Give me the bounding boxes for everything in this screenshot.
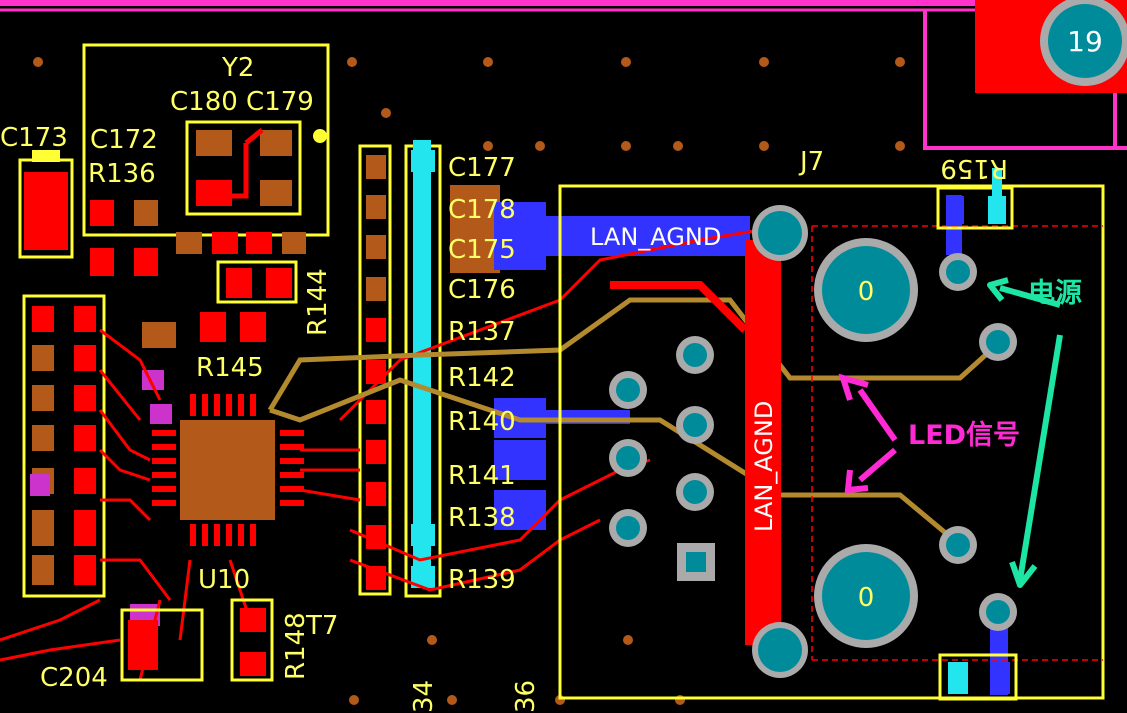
label-c175: C175 bbox=[448, 235, 516, 265]
annotation-power: 电源 bbox=[1028, 278, 1082, 309]
label-c176: C176 bbox=[448, 275, 516, 305]
mount-hole-bottom-label: 0 bbox=[858, 583, 875, 613]
resistor-column-r144 bbox=[358, 144, 392, 596]
label-c180-c179: C180 C179 bbox=[170, 87, 314, 117]
label-r145: R145 bbox=[196, 353, 264, 383]
label-r142: R142 bbox=[448, 363, 516, 393]
caps-c178-c175 bbox=[450, 185, 750, 273]
page-number-pad: 19 bbox=[1040, 0, 1127, 86]
label-r140: R140 bbox=[448, 407, 516, 437]
transistor-t7 bbox=[120, 598, 274, 682]
led-signal-traces bbox=[267, 297, 1002, 547]
label-t7: T7 bbox=[305, 611, 338, 641]
mount-hole-bottom: 0 bbox=[814, 544, 918, 648]
capacitor-c173 bbox=[18, 150, 74, 259]
label-r159: R159 bbox=[940, 153, 1008, 183]
annotation-led-signal: LED信号 bbox=[908, 420, 1020, 451]
grid-vias bbox=[33, 57, 905, 705]
label-r139: R139 bbox=[448, 565, 516, 595]
power-arrows bbox=[987, 277, 1063, 588]
cyan-pad-column bbox=[404, 140, 442, 598]
label-c172: C172 bbox=[90, 125, 158, 155]
left-resistor-array bbox=[22, 294, 106, 598]
label-u10: U10 bbox=[198, 565, 250, 595]
rj45-connector-j7: 0 0 bbox=[558, 184, 1105, 700]
label-r137: R137 bbox=[448, 317, 516, 347]
led-arrows bbox=[838, 373, 898, 494]
label-j7: J7 bbox=[798, 147, 824, 177]
mount-hole-top: 0 bbox=[814, 238, 918, 342]
crystal-y2-footprint bbox=[82, 43, 330, 237]
ic-u10 bbox=[30, 370, 304, 626]
label-c178: C178 bbox=[448, 195, 516, 225]
label-34: 34 bbox=[409, 680, 439, 713]
passive-pads-left bbox=[90, 200, 306, 348]
label-c173: C173 bbox=[0, 123, 68, 153]
resistor-r159 bbox=[936, 168, 1018, 701]
label-r138: R138 bbox=[448, 503, 516, 533]
net-lan-agnd-vertical: LAN_AGND bbox=[750, 401, 778, 532]
label-y2: Y2 bbox=[221, 53, 254, 83]
mount-hole-top-label: 0 bbox=[858, 277, 875, 307]
page-number: 19 bbox=[1067, 25, 1103, 58]
label-36: 36 bbox=[511, 680, 541, 713]
label-c204: C204 bbox=[40, 663, 108, 693]
board-outline bbox=[0, 0, 1127, 150]
silkscreen-labels: Y2 C180 C179 C173 C172 R136 C177 C178 C1… bbox=[0, 53, 1008, 713]
net-lan-agnd-horizontal: LAN_AGND bbox=[590, 223, 721, 251]
label-r144: R144 bbox=[303, 268, 333, 336]
label-r141: R141 bbox=[448, 461, 516, 491]
label-c177: C177 bbox=[448, 153, 516, 183]
label-r136: R136 bbox=[88, 159, 156, 189]
label-r148: R148 bbox=[281, 612, 311, 680]
